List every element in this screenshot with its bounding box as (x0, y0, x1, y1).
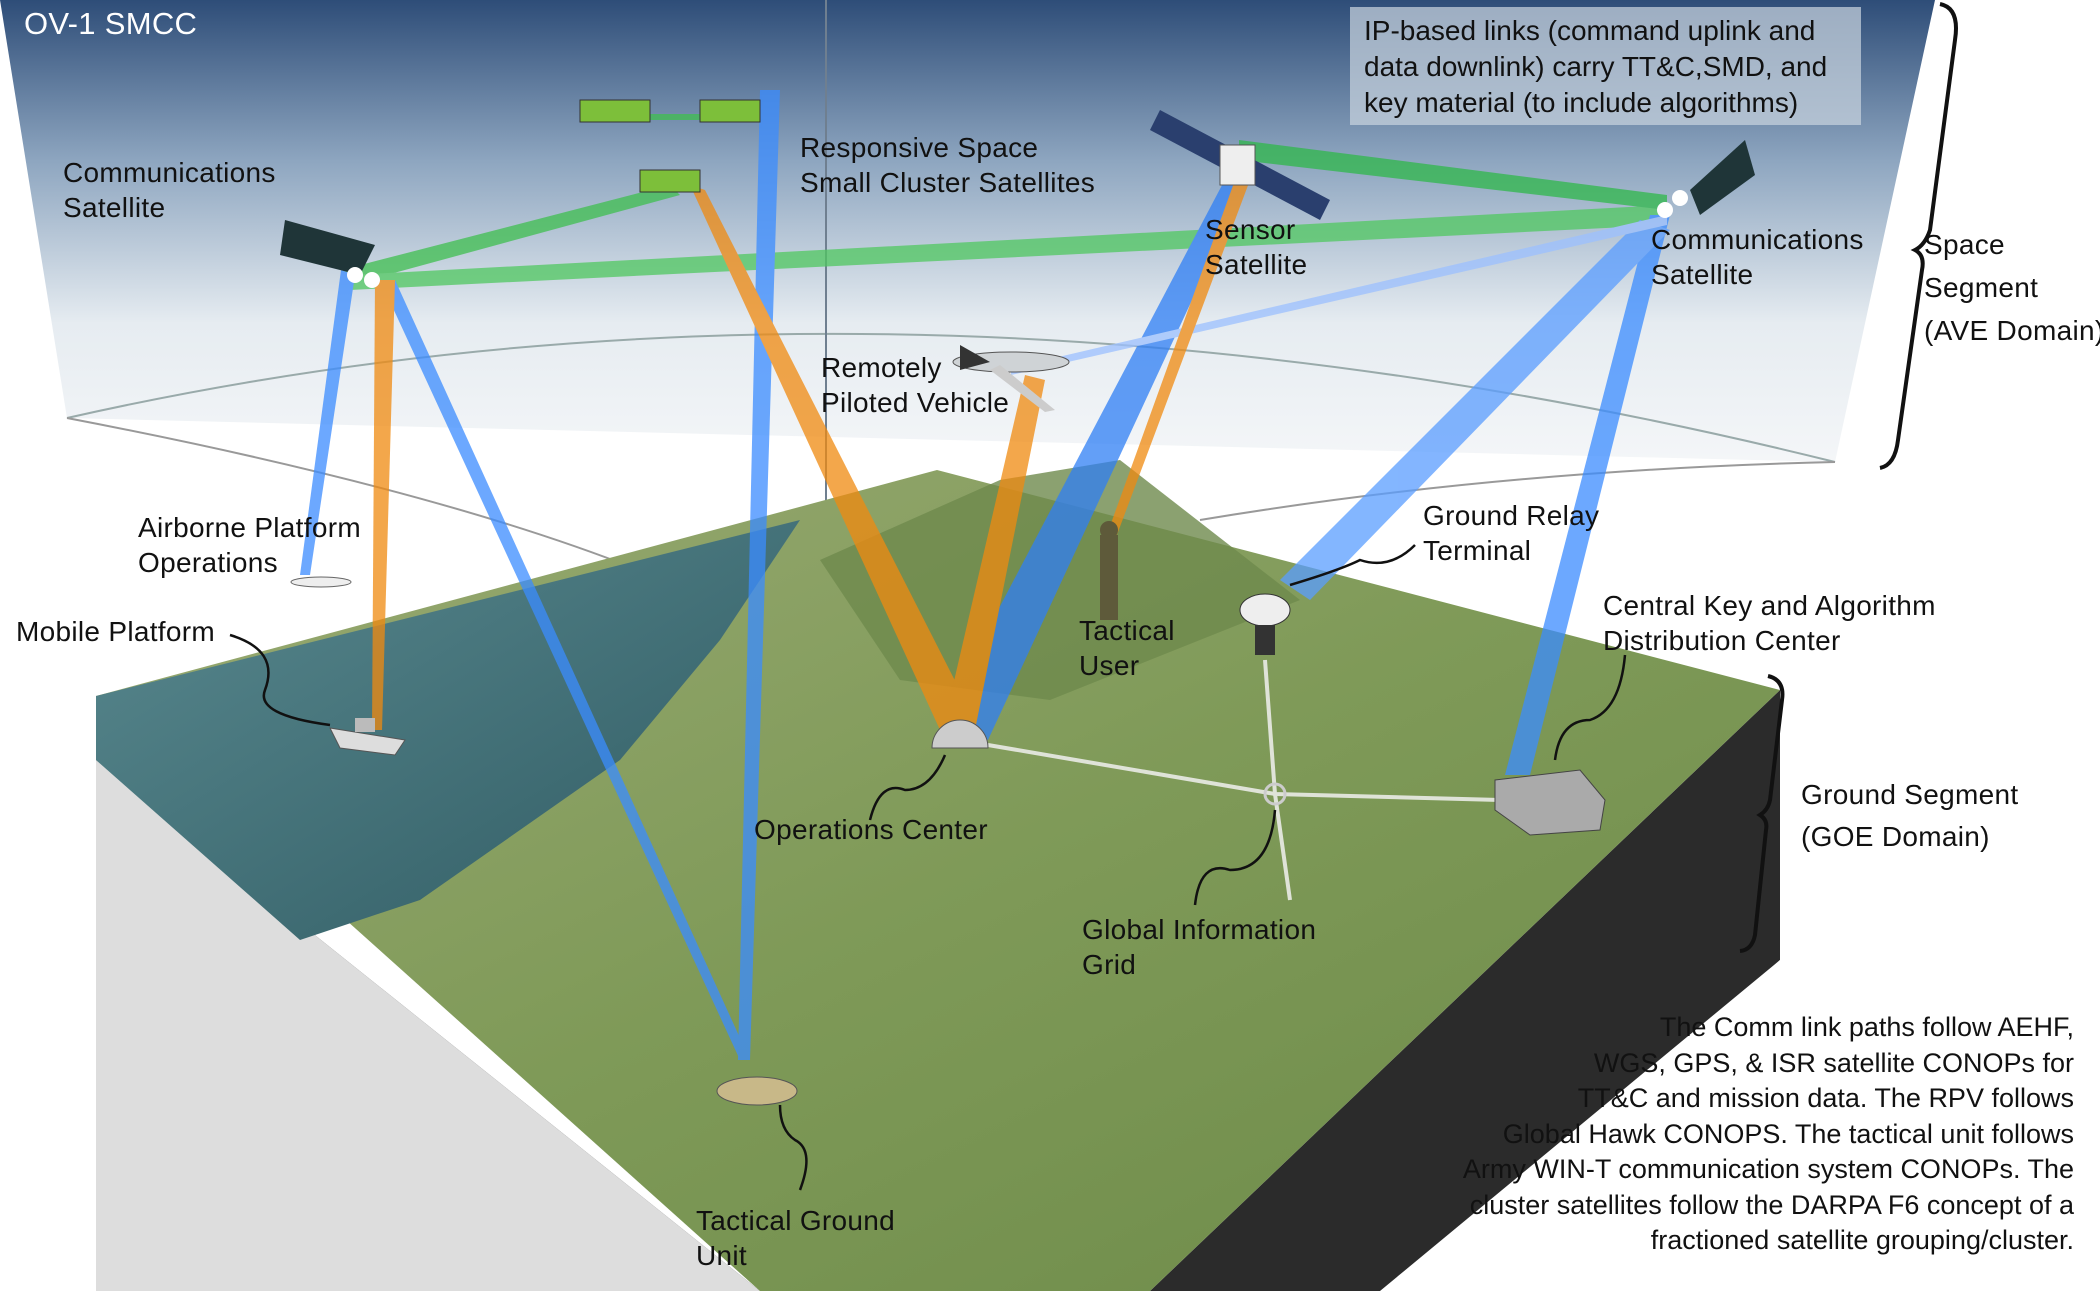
operations-center-icon (931, 719, 989, 749)
label-airborne-platform: Airborne Platform Operations (138, 512, 361, 578)
blue-link (1280, 220, 1670, 600)
label-tactical-user: Tactical User (1079, 615, 1175, 681)
comm-satellite-right-icon (1657, 140, 1755, 218)
blue-link (940, 170, 1250, 740)
label-comm-sat-right: Communications Satellite (1651, 224, 1864, 290)
rpv-icon (952, 345, 1070, 412)
blue-link (1505, 215, 1670, 775)
gig-node-icon (1263, 782, 1287, 806)
green-link (350, 205, 1667, 290)
space-segment-brace (1879, 2, 1958, 470)
sensor-satellite-icon (1150, 110, 1330, 220)
tank-icon (716, 1076, 798, 1106)
ground-segment-brace (1739, 674, 1785, 953)
green-link (1239, 140, 1667, 210)
label-tactical-ground-unit: Tactical Ground Unit (696, 1205, 896, 1271)
terrain-right-wall-fade (1380, 960, 2100, 1291)
horizon-line-right (1199, 461, 1836, 521)
diagram-title: OV-1 SMCC (24, 6, 198, 41)
orange-link (690, 185, 975, 730)
ship-icon (329, 718, 406, 756)
comm-satellite-left-icon (280, 220, 380, 288)
blue-link (380, 280, 750, 1060)
orbit-line (66, 332, 1836, 463)
info-box: IP-based links (command uplink and data … (1350, 7, 1861, 125)
label-mobile-platform: Mobile Platform (16, 616, 216, 647)
green-link (341, 185, 680, 285)
cluster-satellite-icon (579, 99, 761, 193)
orange-link (1105, 180, 1250, 540)
orange-link (945, 375, 1045, 730)
tactical-user-icon (1100, 521, 1118, 620)
label-operations-center: Operations Center (754, 814, 988, 845)
label-comm-sat-left: Communications Satellite (63, 157, 276, 223)
blue-link (1011, 215, 1667, 375)
airborne-platform-icon (290, 576, 352, 588)
label-ground-segment: Ground Segment (GOE Domain) (1801, 779, 2019, 852)
sea (96, 520, 800, 940)
label-gig: Global Information Grid (1082, 914, 1317, 980)
label-rpv: Remotely Piloted Vehicle (821, 352, 1010, 418)
ground-relay-terminal-icon (1239, 593, 1291, 655)
label-central-key: Central Key and Algorithm Distribution C… (1603, 590, 1936, 656)
blue-link (300, 270, 355, 575)
orange-link (372, 280, 395, 730)
label-ground-relay: Ground Relay Terminal (1423, 500, 1600, 566)
label-sensor-satellite: Sensor Satellite (1205, 214, 1308, 280)
label-space-segment: Space Segment (AVE Domain) (1924, 229, 2100, 346)
label-cluster-satellites: Responsive Space Small Cluster Satellite… (800, 132, 1096, 198)
central-key-center-icon (1494, 769, 1606, 836)
description-paragraph: The Comm link paths follow AEHF, WGS, GP… (1462, 1012, 2074, 1255)
